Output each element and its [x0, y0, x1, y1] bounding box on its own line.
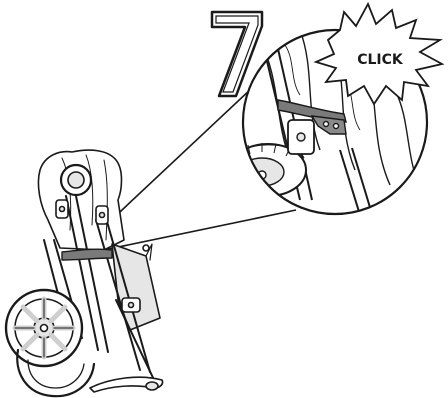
- panel-rivet: [143, 245, 149, 251]
- handle-end-cap-inner: [68, 172, 84, 188]
- click-label: CLICK: [357, 52, 404, 68]
- joint-bolt: [100, 213, 105, 218]
- joint-bolt: [129, 303, 134, 308]
- zoom-joint-bolt: [297, 133, 305, 141]
- zoom-strap-rivet: [324, 122, 329, 127]
- rear-caster: [146, 382, 158, 390]
- step-number: 7: [0, 0, 262, 96]
- joint-bolt: [60, 207, 65, 212]
- storage-latch-strap: [62, 249, 112, 260]
- front-wheel-axle: [41, 325, 48, 332]
- folded-stroller: [6, 150, 163, 396]
- connector-line-lower: [104, 210, 296, 250]
- stroller-side-panel: [112, 244, 160, 330]
- zoom-strap-rivet: [334, 124, 339, 129]
